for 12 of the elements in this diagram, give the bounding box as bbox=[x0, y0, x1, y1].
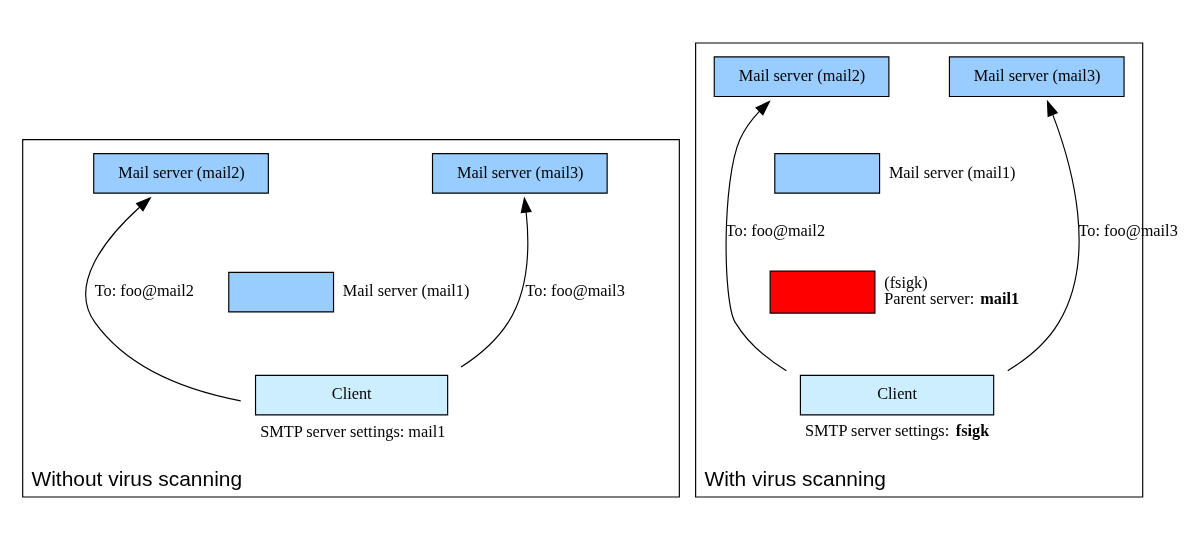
edge-label: To: foo@mail3 bbox=[525, 281, 625, 301]
arrow bbox=[725, 100, 787, 372]
node-label: Mail server (mail1) bbox=[888, 162, 1016, 182]
edge-label: To: foo@mail2 bbox=[94, 281, 195, 301]
node-label: (fsigk) bbox=[884, 272, 928, 292]
node-label: SMTP server settings: mail1 bbox=[260, 422, 446, 442]
node-label: SMTP server settings: fsigk bbox=[805, 421, 990, 441]
node-label: Mail server (mail1) bbox=[342, 281, 470, 301]
arrow bbox=[85, 196, 242, 402]
edge-label: To: foo@mail2 bbox=[725, 221, 826, 241]
arrow bbox=[1007, 99, 1080, 372]
arrow bbox=[460, 196, 532, 368]
